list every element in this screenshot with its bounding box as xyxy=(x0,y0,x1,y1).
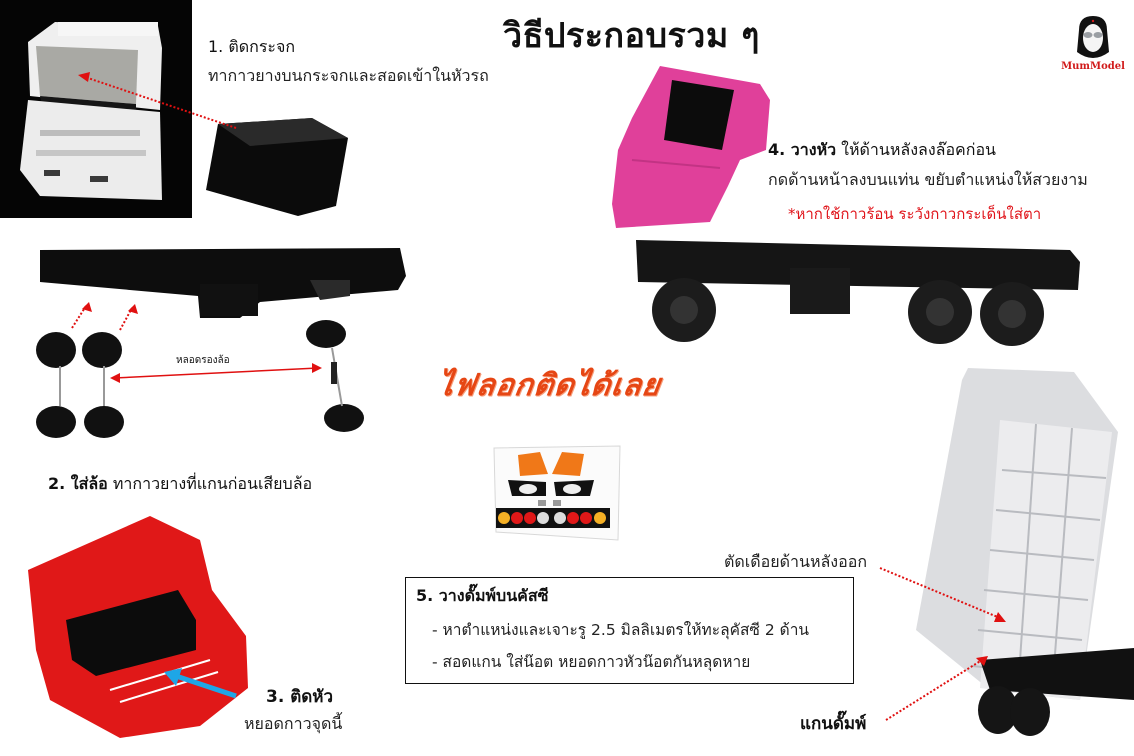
step1-heading: 1. ติดกระจก xyxy=(208,37,296,56)
portrait-sunglasses-icon xyxy=(1077,16,1109,58)
step5-item: - หาตำแหน่งและเจาะรู 2.5 มิลลิเมตรให้ทะล… xyxy=(432,621,810,639)
step4-heading-rest: ให้ด้านหลังลงล๊อคก่อน xyxy=(836,140,996,159)
brand-name: MumModel xyxy=(1061,61,1125,72)
step1-body: ทากาวยางบนกระจกและสอดเข้าในหัวรถ xyxy=(208,66,489,85)
step4-heading: 4. วางหัว ให้ด้านหลังลงล๊อคก่อน xyxy=(768,138,996,163)
dotted-arrow-wheel-2 xyxy=(119,307,133,331)
promo-script-text: ไฟลอกติดได้เลย xyxy=(435,368,664,403)
step4-warning: *หากใช้กาวร้อน ระวังกาวกระเด็นใส่ตา xyxy=(788,205,1042,223)
dump-body-part xyxy=(916,368,1134,736)
step3-heading: 3. ติดหัว xyxy=(266,687,334,707)
step5-item: - สอดแกน ใส่น๊อต หยอดกาวหัวน๊อตกันหลุดหา… xyxy=(432,653,751,671)
dotted-arrow-dump-axle xyxy=(885,659,983,721)
blue-arrow-glue-point xyxy=(175,673,237,699)
step3-body: หยอดกาวจุดนี้ xyxy=(244,714,343,733)
dotted-arrow-wheel-1 xyxy=(71,305,87,329)
step2-heading-rest: ทากาวยางที่แกนก่อนเสียบล้อ xyxy=(107,474,313,493)
step5-instruction-box: 5. วางดั๊มพ์บนคัสซี - หาตำแหน่งและเจาะรู… xyxy=(405,577,854,684)
step4-body: กดด้านหน้าลงบนแท่น ขยับตำแหน่งให้สวยงาม xyxy=(768,170,1088,189)
page-title: วิธีประกอบรวม ๆ xyxy=(503,16,760,56)
assembled-chassis xyxy=(636,240,1080,346)
step4-heading-bold: 4. วางหัว xyxy=(768,140,837,159)
step2-heading-bold: 2. ใส่ล้อ xyxy=(48,474,108,493)
black-window-part xyxy=(206,118,348,216)
white-cab-photo xyxy=(0,0,192,218)
pink-cab-part xyxy=(612,66,770,228)
brand-logo: MumModel xyxy=(1060,14,1126,80)
chassis-parts xyxy=(36,248,406,438)
dotted-arrow-cut-peg xyxy=(879,567,1001,619)
light-sticker-sheet xyxy=(493,445,621,541)
double-arrow-spacer xyxy=(113,367,319,379)
step2-heading: 2. ใส่ล้อ ทากาวยางที่แกนก่อนเสียบล้อ xyxy=(48,472,312,497)
dotted-arrow-step1 xyxy=(81,75,237,129)
red-cab-part xyxy=(28,516,248,738)
step5-heading: 5. วางดั๊มพ์บนคัสซี xyxy=(416,586,549,605)
dump-axle-callout: แกนดั๊มพ์ xyxy=(800,714,867,734)
wheel-spacer-label: หลอดรองล้อ xyxy=(176,355,230,366)
cut-rear-peg-callout: ตัดเดือยด้านหลังออก xyxy=(724,552,868,571)
